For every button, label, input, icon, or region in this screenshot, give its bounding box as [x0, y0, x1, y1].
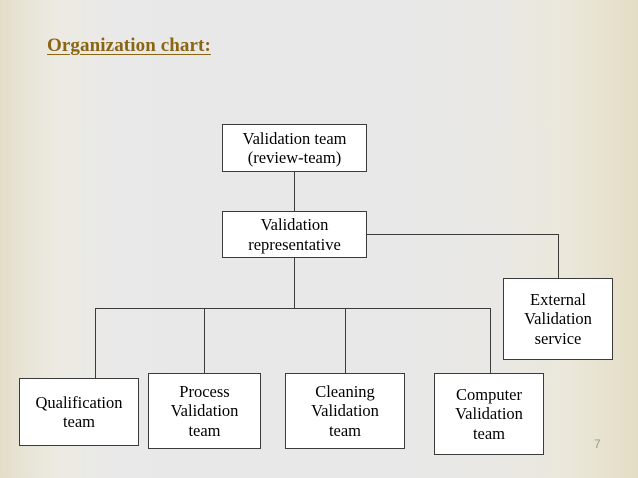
connector-horizontal-bus — [95, 308, 491, 310]
node-cleaning-validation-team-line-2: Validation — [311, 401, 379, 421]
node-external-validation-service[interactable]: External Validation service — [503, 278, 613, 360]
node-cleaning-validation-team-line-1: Cleaning — [315, 381, 375, 401]
node-computer-validation-team-line-3: team — [472, 423, 506, 443]
node-cleaning-validation-team-line-3: team — [328, 420, 362, 440]
node-computer-validation-team-line-1: Computer — [456, 384, 522, 404]
connector-representative-to-external-vertical — [558, 234, 560, 278]
node-external-validation-service-line-3: service — [534, 328, 582, 348]
page-number: 7 — [594, 437, 601, 451]
node-process-validation-team-line-2: Validation — [170, 401, 239, 421]
node-process-validation-team-line-3: team — [188, 420, 221, 440]
connector-validation-team-to-representative — [294, 172, 296, 211]
connector-representative-to-external-horizontal — [367, 234, 559, 236]
node-external-validation-service-line-1: External — [530, 289, 586, 309]
node-external-validation-service-line-2: Validation — [524, 309, 592, 329]
node-computer-validation-team[interactable]: Computer Validation team — [434, 373, 544, 455]
node-validation-representative[interactable]: Validation representative — [222, 211, 367, 258]
node-computer-validation-team-line-2: Validation — [455, 404, 523, 424]
connector-bus-to-cleaning-validation-team — [345, 308, 347, 373]
node-qualification-team-line-1: Qualification — [35, 392, 123, 412]
node-validation-team-line-1: Validation team — [242, 128, 347, 148]
connector-bus-to-computer-validation-team — [490, 308, 492, 373]
connector-bus-to-process-validation-team — [204, 308, 206, 373]
node-validation-team[interactable]: Validation team (review-team) — [222, 124, 367, 172]
connector-bus-to-qualification-team — [95, 308, 97, 378]
node-cleaning-validation-team[interactable]: Cleaning Validation team — [285, 373, 405, 449]
page-title: Organization chart: — [47, 35, 211, 56]
node-validation-representative-line-1: Validation — [260, 215, 329, 235]
node-process-validation-team-line-1: Process — [179, 381, 230, 401]
node-qualification-team[interactable]: Qualification team — [19, 378, 139, 446]
node-process-validation-team[interactable]: Process Validation team — [148, 373, 261, 449]
node-qualification-team-line-2: team — [62, 412, 96, 431]
node-validation-representative-line-2: representative — [248, 234, 341, 254]
node-validation-team-line-2: (review-team) — [247, 148, 342, 167]
connector-representative-to-bus — [294, 258, 296, 309]
